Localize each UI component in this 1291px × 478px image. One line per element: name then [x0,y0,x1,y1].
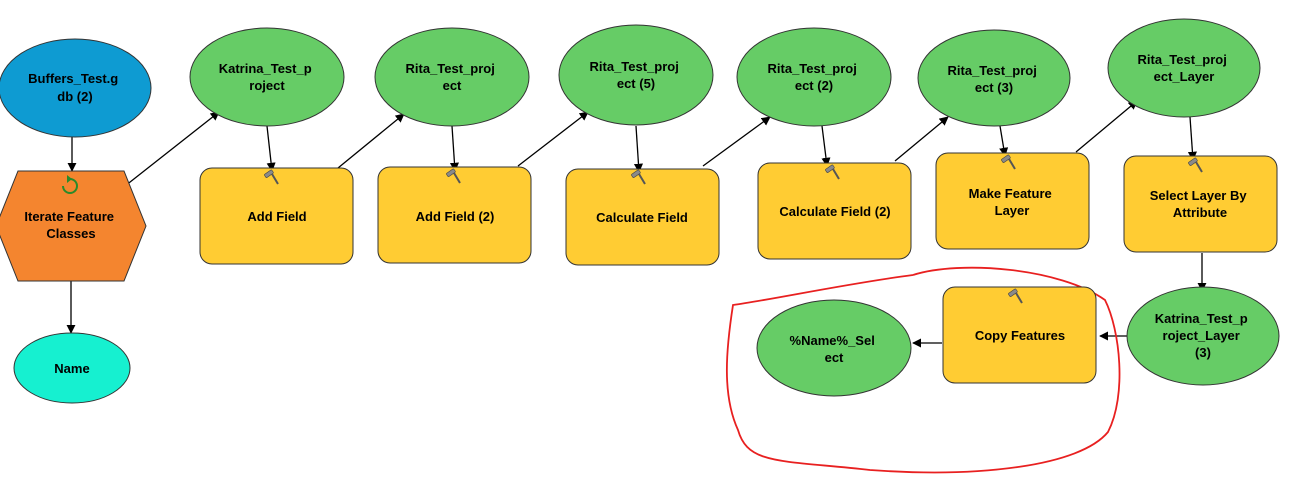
node-rita-project-3[interactable]: Rita_Test_proj ect (3) [917,29,1071,127]
node-label-line: db (2) [57,89,92,104]
node-make-feature-layer[interactable]: Make Feature Layer [935,152,1090,250]
connector-calcfield-to-rita2 [702,116,771,167]
svg-text:Select Layer By Attribut: Select Layer By Attribute [1150,188,1250,220]
node-add-field-2[interactable]: Add Field (2) [377,166,532,264]
connector-calcfield2-to-rita3 [894,116,949,162]
svg-text:Katrina_Test_p roject_La: Katrina_Test_p roject_Layer (3) [1155,311,1252,360]
node-rita-project[interactable]: Rita_Test_proj ect [374,27,530,127]
connector-rita5-to-calcfield [633,125,644,173]
svg-text:Copy Features: Copy Features [975,328,1065,343]
connector-katrina-to-addfield [266,125,276,172]
node-label-line: %Name%_Sel [790,333,875,348]
node-label-line: Katrina_Test_p [219,61,312,76]
node-label-line: Select Layer By [1150,188,1248,203]
svg-text:Rita_Test_proj ect (5): Rita_Test_proj ect (5) [590,59,683,91]
svg-text:Add Field: Add Field [247,209,306,224]
node-rita-project-5[interactable]: Rita_Test_proj ect (5) [558,24,714,126]
node-label-line: roject_Layer [1163,328,1240,343]
node-label-line: Rita_Test_proj [590,59,679,74]
node-label-line: Calculate Field (2) [779,204,890,219]
svg-text:Rita_Test_proj ect (2): Rita_Test_proj ect (2) [768,61,861,93]
node-label-line: Rita_Test_proj [948,63,1037,78]
node-label-line: Add Field (2) [416,209,495,224]
node-label-line: ect (2) [795,78,833,93]
connector-ritalayer-to-select [1187,116,1197,161]
connectors [66,100,1207,348]
svg-text:Make Feature Layer: Make Feature Layer [969,186,1056,218]
red-annotation-circle [725,266,1121,474]
svg-text:Rita_Test_proj ect: Rita_Test_proj ect [406,61,499,93]
connector-rita3-to-makelayer [999,125,1009,157]
node-label-line: Classes [46,226,95,241]
node-copy-features[interactable]: Copy Features [942,286,1097,384]
node-select-layer-by-attribute[interactable]: Select Layer By Attribute [1123,155,1278,253]
svg-text:Rita_Test_proj ect (3): Rita_Test_proj ect (3) [948,63,1041,95]
node-add-field[interactable]: Add Field [199,167,354,265]
svg-text:%Name%_Sel ect: %Name%_Sel ect [790,333,879,365]
node-label-line: Calculate Field [596,210,688,225]
node-calculate-field-2[interactable]: Calculate Field (2) [757,162,912,260]
node-label-line: ect (3) [975,80,1013,95]
node-buffers-gdb[interactable]: Buffers_Test.g db (2) [0,38,152,138]
connector-rita2-to-calcfield2 [821,125,831,167]
svg-text:Calculate Field (2): Calculate Field (2) [779,204,890,219]
node-label-line: ect (5) [617,76,655,91]
node-label-line: Make Feature [969,186,1052,201]
node-label-line: Add Field [247,209,306,224]
svg-text:Rita_Test_proj ect_Layer: Rita_Test_proj ect_Layer [1138,52,1231,84]
node-name[interactable]: Name [13,332,131,404]
node-katrina-project-layer-3[interactable]: Katrina_Test_p roject_Layer (3) [1126,286,1280,386]
connector-addfield2-to-rita5 [517,111,589,167]
node-label-line: Rita_Test_proj [1138,52,1227,67]
node-rita-project-2[interactable]: Rita_Test_proj ect (2) [736,27,892,127]
svg-text:Katrina_Test_p roject: Katrina_Test_p roject [219,61,316,93]
node-label-line: Copy Features [975,328,1065,343]
node-label-line: Name [54,361,89,376]
node-label-line: ect [825,350,844,365]
node-label-line: roject [249,78,285,93]
node-label-line: ect_Layer [1154,69,1215,84]
svg-text:Buffers_Test.g db (2): Buffers_Test.g db (2) [28,71,122,104]
iterate-icon [62,175,78,194]
connector-iterate-to-katrina [124,111,220,187]
svg-text:Iterate Feature Classes: Iterate Feature Classes [24,209,117,241]
connector-addfield-to-rita [337,113,405,169]
node-label-line: Layer [995,203,1030,218]
node-iterate-feature-classes[interactable]: Iterate Feature Classes [0,170,147,282]
svg-text:Name: Name [54,361,89,376]
node-label-line: Buffers_Test.g [28,71,118,86]
node-label-line: Rita_Test_proj [406,61,495,76]
svg-text:Calculate Field: Calculate Field [596,210,688,225]
node-label-line: ect [443,78,462,93]
node-rita-project-layer[interactable]: Rita_Test_proj ect_Layer [1107,18,1261,118]
node-label-line: Rita_Test_proj [768,61,857,76]
node-label-line: (3) [1195,345,1211,360]
connector-rita-to-addfield2 [449,125,459,172]
svg-text:Add Field (2): Add Field (2) [416,209,495,224]
node-name-select[interactable]: %Name%_Sel ect [756,299,912,397]
node-label-line: Attribute [1173,205,1227,220]
node-katrina-project[interactable]: Katrina_Test_p roject [189,27,345,127]
node-label-line: Katrina_Test_p [1155,311,1248,326]
node-label-line: Iterate Feature [24,209,114,224]
connector-makelayer-to-ritalayer [1075,100,1138,153]
node-calculate-field[interactable]: Calculate Field [565,168,720,266]
